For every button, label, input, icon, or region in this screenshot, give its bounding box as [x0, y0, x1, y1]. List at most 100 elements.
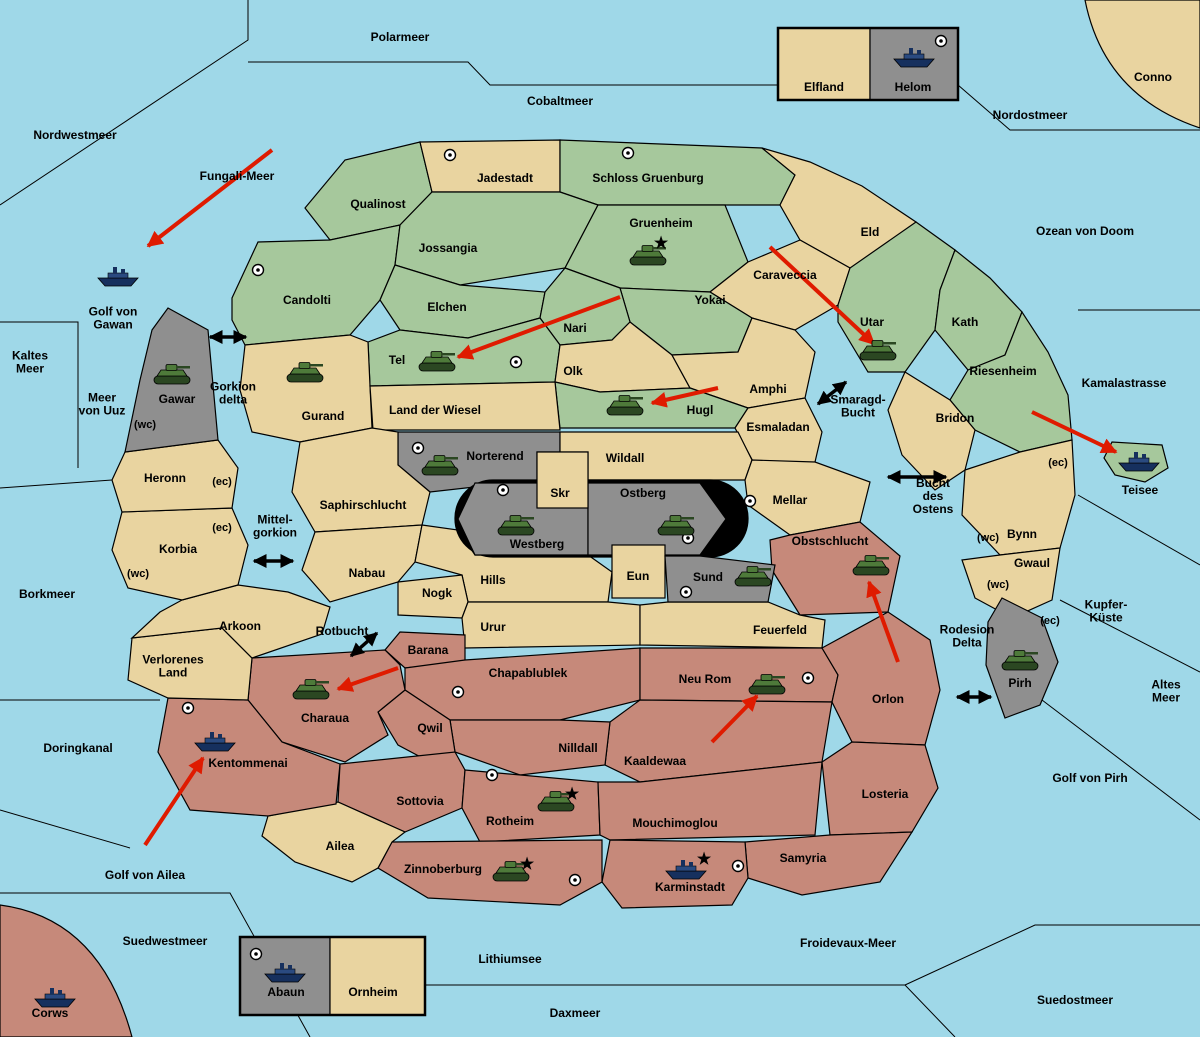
- territory-label: Gruenheim: [629, 216, 692, 230]
- territory-label: Kentommenai: [208, 756, 287, 770]
- ship-icon[interactable]: [194, 732, 236, 752]
- sea-label: Golf von Pirh: [1052, 771, 1127, 785]
- territory-bynn[interactable]: [961, 439, 1076, 556]
- tank-icon[interactable]: [492, 861, 530, 882]
- territory-label: Caraveccia: [753, 268, 817, 282]
- territory-label: Saphirschlucht: [320, 498, 407, 512]
- territory-skr[interactable]: [536, 451, 589, 509]
- territory-jossangia[interactable]: [394, 191, 599, 286]
- sea-label: Kamalastrasse: [1082, 376, 1167, 390]
- ship-icon[interactable]: [97, 267, 139, 287]
- tank-icon[interactable]: [657, 515, 695, 536]
- tank-icon[interactable]: [421, 455, 459, 476]
- territory-rotheim[interactable]: [461, 769, 601, 843]
- move-order-arrow: [1031, 410, 1118, 454]
- sea-label: Doringkanal: [43, 741, 112, 755]
- territory-ornheim[interactable]: [329, 936, 426, 1016]
- sea-label: Fungali-Meer: [200, 169, 275, 183]
- territory-corws[interactable]: [0, 904, 133, 1037]
- sea-border-line: [1041, 699, 1200, 821]
- move-order-arrow: [710, 694, 759, 744]
- territory-bridon[interactable]: [887, 371, 976, 491]
- strait-link-arrow: [349, 631, 379, 658]
- territory-label: Yokai: [694, 293, 725, 307]
- territory-label: Samyria: [780, 851, 827, 865]
- sea-border-line: [0, 809, 131, 849]
- sea-label: Cobaltmeer: [527, 94, 593, 108]
- tank-icon[interactable]: [537, 791, 575, 812]
- star-icon: ★: [654, 233, 668, 252]
- tank-icon[interactable]: [748, 674, 786, 695]
- territory-mouchimoglou[interactable]: [597, 761, 823, 841]
- sea-label: Polarmeer: [371, 30, 430, 44]
- move-order-arrow: [143, 756, 205, 847]
- coast-label: (wc): [977, 532, 999, 544]
- territory-label: Feuerfeld: [753, 623, 807, 637]
- ship-icon[interactable]: [665, 860, 707, 880]
- ship-icon[interactable]: [1118, 452, 1160, 472]
- territory-label: Teisee: [1122, 483, 1159, 497]
- territory-gwaul[interactable]: [961, 547, 1061, 619]
- territory-label: Obstschlucht: [792, 534, 869, 548]
- strait-link-arrow: [816, 380, 848, 406]
- territory-label: Losteria: [862, 787, 909, 801]
- sea-label: Froidevaux-Meer: [800, 936, 896, 950]
- territory-label: Karminstadt: [655, 880, 725, 894]
- territory-label: Jadestadt: [477, 171, 533, 185]
- territory-label: Ostberg: [620, 486, 666, 500]
- territory-label: Nogk: [422, 586, 452, 600]
- tank-icon[interactable]: [1001, 650, 1039, 671]
- territory-eun[interactable]: [611, 544, 666, 599]
- ship-icon[interactable]: [893, 48, 935, 68]
- sea-border-line: [957, 84, 1200, 131]
- territory-gurand[interactable]: [239, 334, 373, 443]
- tank-icon[interactable]: [153, 364, 191, 385]
- supply-center-icon: [249, 947, 263, 961]
- tank-icon[interactable]: [497, 515, 535, 536]
- territory-label: Chapablublek: [489, 666, 568, 680]
- coast-label: (ec): [1040, 615, 1060, 627]
- sea-label: Kupfer-Küste: [1085, 598, 1128, 625]
- ship-icon[interactable]: [264, 963, 306, 983]
- territory-label: Sund: [693, 570, 723, 584]
- territory-label: Gurand: [302, 409, 345, 423]
- coast-label: (wc): [134, 419, 156, 431]
- territory-label: Arkoon: [219, 619, 261, 633]
- tank-icon[interactable]: [286, 362, 324, 383]
- sea-label: Ozean von Doom: [1036, 224, 1134, 238]
- tank-icon[interactable]: [852, 555, 890, 576]
- tank-icon[interactable]: [292, 679, 330, 700]
- move-order-arrow: [768, 245, 876, 346]
- territory-label: Utar: [860, 315, 884, 329]
- supply-center-icon: [443, 148, 457, 162]
- sea-label: Borkmeer: [19, 587, 75, 601]
- territory-land-der-wiesel[interactable]: [369, 381, 561, 431]
- territory-arkoon[interactable]: [130, 584, 331, 659]
- sea-label: Rotbucht: [316, 624, 369, 638]
- territory-label: Bridon: [936, 411, 975, 425]
- territory-mellar[interactable]: [744, 459, 871, 536]
- tank-icon[interactable]: [734, 566, 772, 587]
- territory-label: Tel: [389, 353, 405, 367]
- tank-icon[interactable]: [418, 351, 456, 372]
- territory-label: Mouchimoglou: [632, 816, 717, 830]
- sea-label: Daxmeer: [550, 1006, 601, 1020]
- tank-icon[interactable]: [859, 340, 897, 361]
- territory-label: Land der Wiesel: [389, 403, 481, 417]
- territory-label: Rotheim: [486, 814, 534, 828]
- territory-wildall[interactable]: [559, 431, 753, 481]
- move-order-arrow: [650, 386, 719, 408]
- ship-icon[interactable]: [34, 988, 76, 1008]
- territory-saphirschlucht[interactable]: [291, 427, 431, 533]
- supply-center-icon: [801, 671, 815, 685]
- sea-label: Golf von Ailea: [105, 868, 186, 882]
- tank-icon[interactable]: [629, 245, 667, 266]
- unit-box-frame: [238, 935, 427, 1017]
- territory-label: Skr: [550, 486, 570, 500]
- tank-icon[interactable]: [606, 395, 644, 416]
- supply-center-icon: [743, 494, 757, 508]
